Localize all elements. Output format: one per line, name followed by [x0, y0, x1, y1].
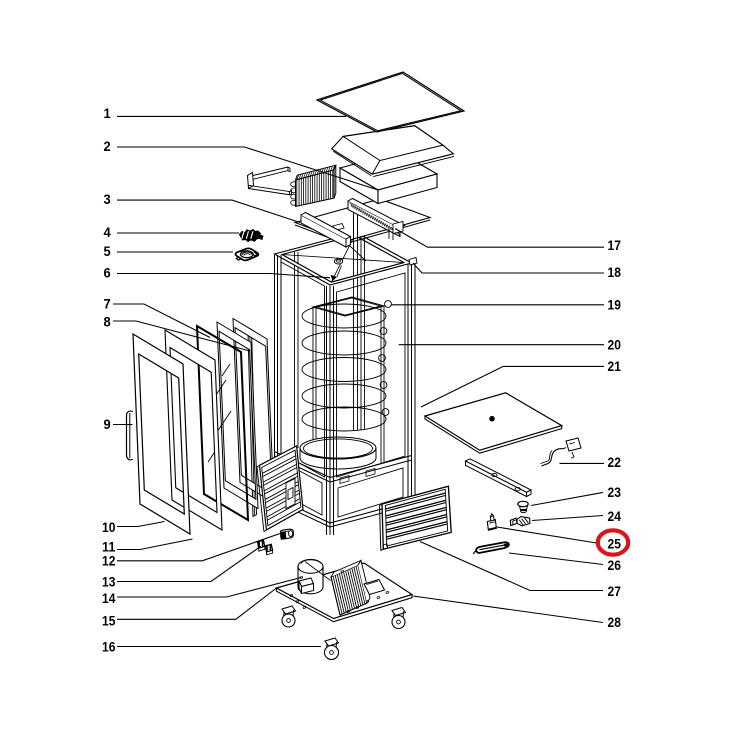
svg-text:22: 22	[608, 454, 622, 470]
svg-text:4: 4	[104, 224, 111, 240]
svg-text:12: 12	[102, 553, 116, 569]
svg-text:20: 20	[608, 337, 622, 353]
svg-text:21: 21	[608, 358, 622, 374]
svg-text:10: 10	[102, 519, 116, 535]
svg-text:28: 28	[608, 614, 622, 630]
svg-text:7: 7	[104, 296, 111, 312]
svg-text:24: 24	[608, 508, 622, 524]
svg-text:15: 15	[102, 613, 116, 629]
svg-text:3: 3	[104, 191, 111, 207]
svg-text:27: 27	[608, 583, 622, 599]
svg-text:8: 8	[104, 314, 111, 330]
svg-text:13: 13	[102, 574, 116, 590]
svg-text:11: 11	[102, 539, 116, 555]
svg-text:9: 9	[104, 416, 111, 432]
svg-text:25: 25	[608, 536, 622, 552]
svg-text:14: 14	[102, 590, 116, 606]
svg-text:17: 17	[608, 237, 622, 253]
svg-text:26: 26	[608, 557, 622, 573]
svg-text:18: 18	[608, 264, 622, 280]
svg-text:6: 6	[104, 265, 111, 281]
svg-text:16: 16	[102, 639, 116, 655]
svg-text:5: 5	[104, 243, 111, 259]
svg-text:23: 23	[608, 484, 622, 500]
svg-text:19: 19	[608, 297, 622, 313]
svg-text:2: 2	[104, 138, 111, 154]
svg-text:1: 1	[104, 105, 111, 121]
